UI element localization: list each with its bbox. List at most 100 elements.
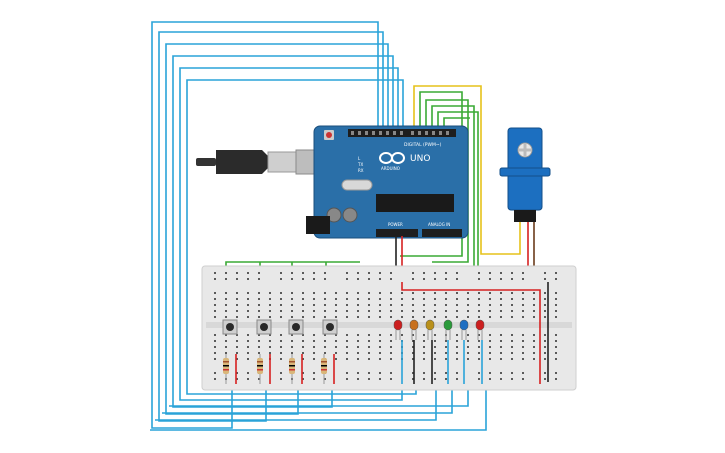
led-icon[interactable] (475, 319, 485, 340)
breadboard-hole (291, 316, 293, 318)
resistor-group (223, 354, 335, 384)
breadboard-hole (302, 358, 304, 360)
breadboard-hole (533, 346, 535, 348)
breadboard-hole (291, 272, 293, 274)
breadboard-hole (280, 304, 282, 306)
breadboard-hole (269, 352, 271, 354)
breadboard-hole (500, 316, 502, 318)
breadboard-hole (434, 310, 436, 312)
breadboard-hole (302, 316, 304, 318)
push-button-icon[interactable] (288, 319, 304, 335)
breadboard-hole (412, 334, 414, 336)
led-icon[interactable] (393, 319, 403, 340)
breadboard-hole (313, 334, 315, 336)
breadboard-hole (445, 358, 447, 360)
breadboard-hole (445, 304, 447, 306)
breadboard-hole (302, 272, 304, 274)
breadboard-hole (456, 352, 458, 354)
servo-motor-icon[interactable] (499, 127, 551, 222)
push-button-icon[interactable] (256, 319, 272, 335)
breadboard-hole (324, 278, 326, 280)
breadboard-hole (412, 340, 414, 342)
digital-header-label: DIGITAL (PWM~) (404, 142, 442, 148)
blue-wire (165, 43, 389, 415)
breadboard-hole (555, 292, 557, 294)
breadboard-hole (456, 372, 458, 374)
breadboard-hole (445, 346, 447, 348)
breadboard-hole (412, 298, 414, 300)
led-wire-group (401, 340, 483, 384)
breadboard-hole (445, 298, 447, 300)
breadboard-hole (357, 278, 359, 280)
breadboard-hole (280, 334, 282, 336)
digital-header-pins (351, 131, 449, 135)
breadboard-hole (280, 340, 282, 342)
breadboard-hole (434, 272, 436, 274)
breadboard-hole (368, 298, 370, 300)
breadboard-hole (258, 334, 260, 336)
led-icon[interactable] (443, 319, 453, 340)
breadboard-hole (302, 352, 304, 354)
breadboard-hole (423, 358, 425, 360)
breadboard-hole (379, 378, 381, 380)
breadboard-hole (247, 304, 249, 306)
breadboard-hole (291, 346, 293, 348)
breadboard-hole (511, 372, 513, 374)
breadboard-hole (269, 298, 271, 300)
breadboard-hole (335, 340, 337, 342)
breadboard-hole (489, 298, 491, 300)
breadboard-hole (214, 378, 216, 380)
breadboard-hole (258, 340, 260, 342)
breadboard-hole (390, 310, 392, 312)
breadboard-hole (511, 340, 513, 342)
power-header-label: POWER (388, 222, 403, 227)
breadboard-hole (324, 352, 326, 354)
breadboard-hole (346, 310, 348, 312)
breadboard-hole (555, 352, 557, 354)
breadboard-hole (390, 372, 392, 374)
breadboard-hole (236, 346, 238, 348)
breadboard-hole (247, 292, 249, 294)
breadboard-hole (500, 272, 502, 274)
breadboard-hole (489, 292, 491, 294)
breadboard-hole (269, 340, 271, 342)
breadboard-hole (346, 298, 348, 300)
breadboard-hole (247, 272, 249, 274)
breadboard-hole (225, 346, 227, 348)
breadboard-hole (247, 372, 249, 374)
breadboard-hole (357, 352, 359, 354)
breadboard-hole (445, 372, 447, 374)
breadboard-hole (423, 378, 425, 380)
breadboard-hole (280, 372, 282, 374)
led-icon[interactable] (425, 319, 435, 340)
breadboard-hole (324, 346, 326, 348)
breadboard-hole (445, 352, 447, 354)
breadboard-hole (544, 352, 546, 354)
led-icon[interactable] (459, 319, 469, 340)
breadboard-hole (236, 340, 238, 342)
breadboard-hole (302, 304, 304, 306)
arduino-uno-board[interactable]: DIGITAL (PWM~) UNO ARDUINO TX RX L POWER… (306, 125, 469, 239)
breadboard-hole (522, 278, 524, 280)
breadboard-hole (379, 352, 381, 354)
push-button-icon[interactable] (322, 319, 338, 335)
breadboard-hole (522, 304, 524, 306)
push-button-icon[interactable] (222, 319, 238, 335)
breadboard-hole (225, 310, 227, 312)
breadboard-hole (412, 304, 414, 306)
breadboard-hole (511, 378, 513, 380)
breadboard-hole (214, 304, 216, 306)
breadboard-hole (401, 316, 403, 318)
breadboard-hole (357, 304, 359, 306)
breadboard-hole (280, 272, 282, 274)
breadboard-hole (456, 358, 458, 360)
breadboard-hole (544, 272, 546, 274)
breadboard-hole (247, 298, 249, 300)
breadboard-hole (324, 304, 326, 306)
breadboard-hole (555, 298, 557, 300)
breadboard-hole (346, 316, 348, 318)
breadboard-hole (280, 378, 282, 380)
breadboard-hole (511, 334, 513, 336)
breadboard-hole (291, 310, 293, 312)
led-icon[interactable] (409, 319, 419, 340)
